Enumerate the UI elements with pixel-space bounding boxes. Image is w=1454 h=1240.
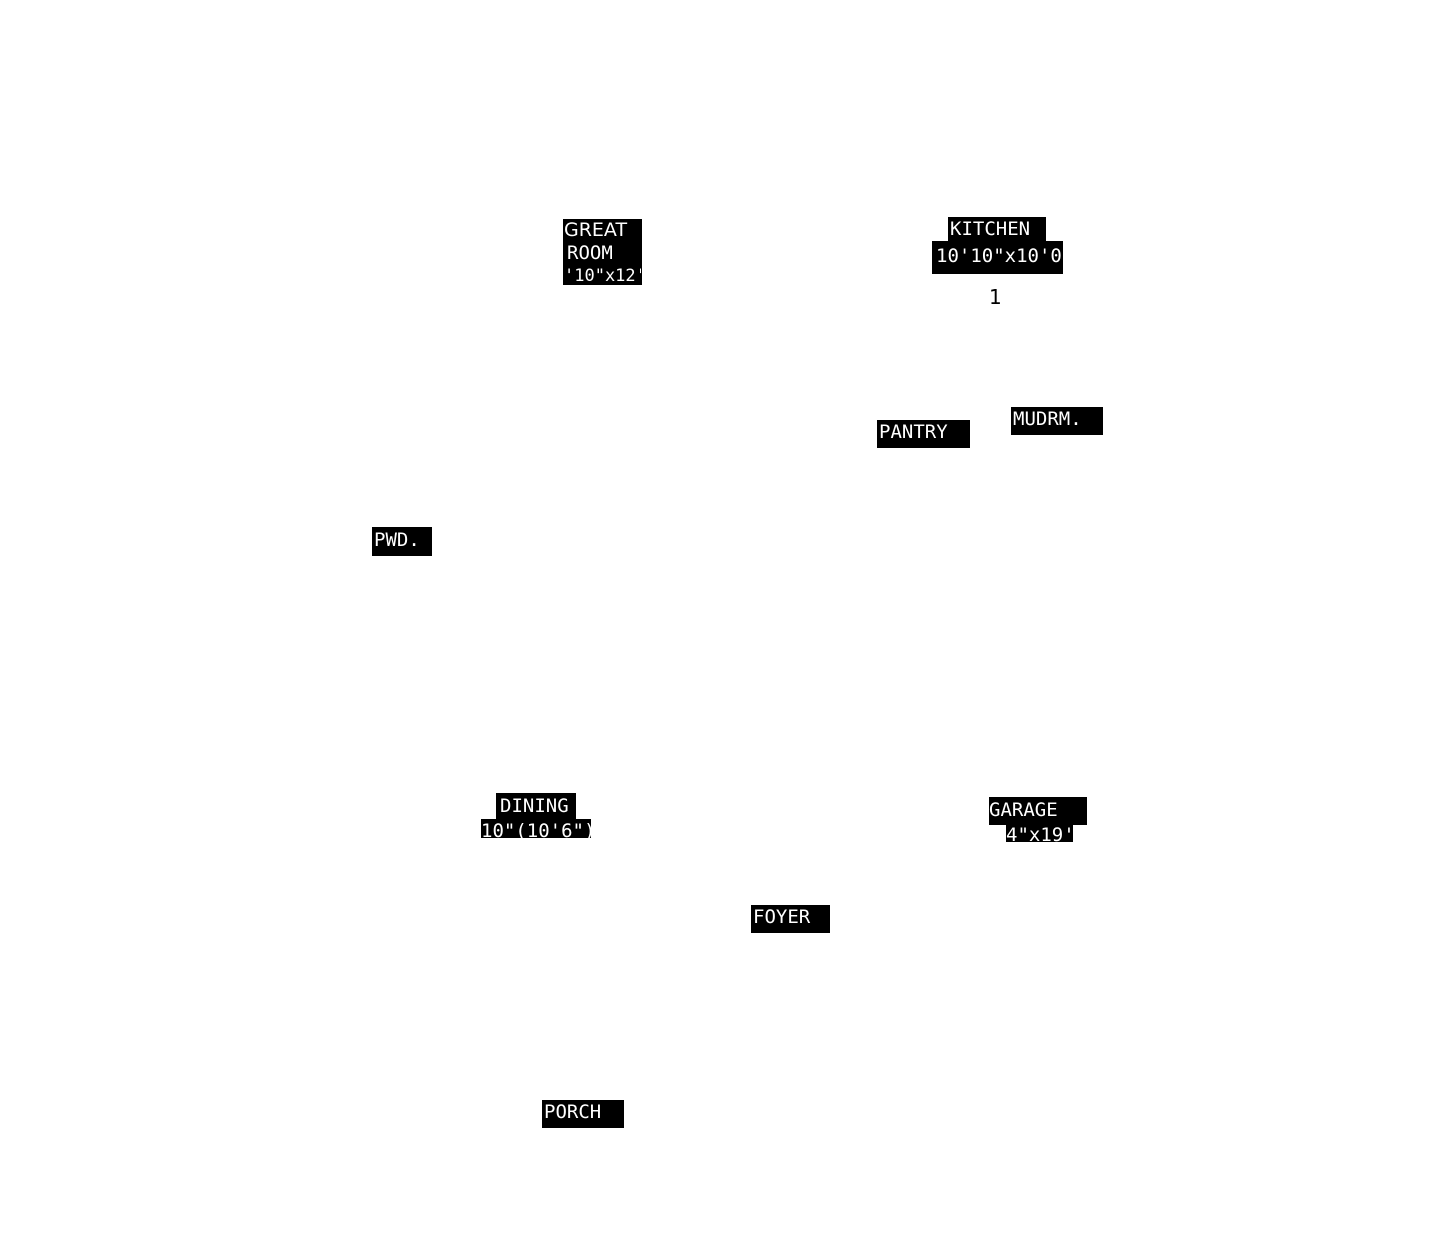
- garage-name-label: GARAGE: [989, 797, 1087, 825]
- foyer-label: FOYER: [751, 905, 830, 933]
- kitchen-dimensions-label: 10'10"x10'0": [932, 241, 1063, 274]
- dining-name-label: DINING: [496, 793, 576, 819]
- pantry-label: PANTRY: [877, 420, 970, 448]
- great-room-dimensions: '10"x12': [564, 266, 641, 283]
- dining-dimensions-label: 10"(10'6")x1: [481, 819, 591, 838]
- great-room-label: GREAT ROOM '10"x12': [563, 219, 642, 285]
- kitchen-name-label: KITCHEN: [948, 217, 1046, 241]
- porch-label: PORCH: [542, 1100, 624, 1128]
- mudroom-label: MUDRM.: [1011, 407, 1103, 435]
- powder-room-label: PWD.: [372, 527, 432, 556]
- garage-dimensions-label: 4"x19'4: [1006, 825, 1073, 842]
- kitchen-room-number: 1: [989, 285, 1002, 309]
- great-room-name-line2: ROOM: [567, 242, 613, 264]
- great-room-name-line1: GREAT: [564, 219, 628, 241]
